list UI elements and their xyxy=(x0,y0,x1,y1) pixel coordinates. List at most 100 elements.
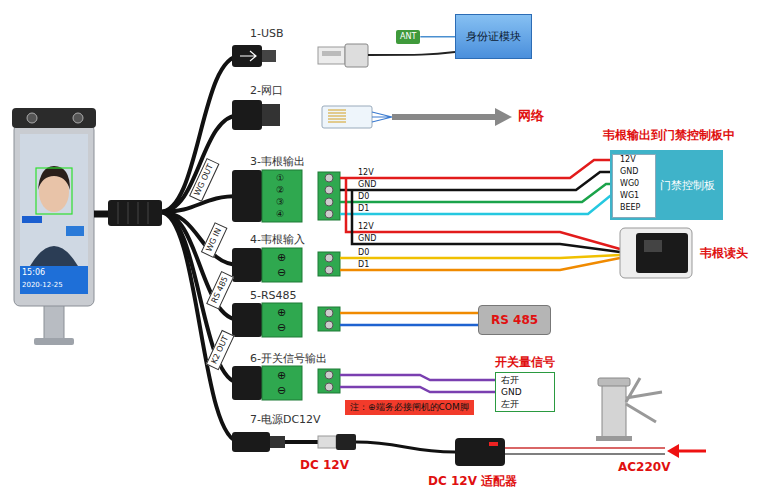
port-name: 3-韦根输出 xyxy=(250,155,305,168)
voltage-label: DC 12V xyxy=(300,458,349,472)
warning-note: 注：⊕端务必接闸机的COM脚 xyxy=(345,400,474,415)
node-text: WG OUT xyxy=(193,163,216,198)
pin-polarity: ⊕ xyxy=(277,305,286,320)
terminal-device xyxy=(20,266,88,294)
node-text: RS 485 xyxy=(210,275,231,305)
port-connectors xyxy=(262,104,280,126)
port-connectors xyxy=(232,303,262,337)
antenna-board: ANT xyxy=(396,30,420,44)
port-connectors xyxy=(232,45,302,452)
port-tag: WG IN xyxy=(201,222,227,258)
switch-signal-terminal: 开关量信号右开GND左开 xyxy=(495,355,555,412)
switch-wires xyxy=(325,383,333,391)
wiegand-reader xyxy=(620,228,692,278)
pin-name: 12V xyxy=(620,154,636,166)
node-text: 门禁控制板 xyxy=(660,178,715,193)
node-text: WG IN xyxy=(204,227,223,254)
power-adapter xyxy=(455,438,505,466)
wiegand-in-wires xyxy=(318,252,340,276)
usb-plug xyxy=(322,51,341,56)
signal-name: 12V xyxy=(358,222,374,232)
power-adapter xyxy=(336,434,356,450)
turnstile xyxy=(598,378,630,386)
network-label: 网络 xyxy=(518,108,544,124)
pin-polarity: ⊖ xyxy=(277,265,286,280)
port-connectors xyxy=(240,51,256,61)
port-name: 2-网口 xyxy=(250,84,283,97)
device-label: 韦根读头 xyxy=(700,246,748,260)
signal-name: D0 xyxy=(358,248,369,258)
pin-name: GND xyxy=(620,166,638,178)
terminal-device xyxy=(27,113,37,123)
terminal-device xyxy=(30,246,78,266)
rj45-plug xyxy=(322,106,512,128)
node-text: K2 OUT xyxy=(209,334,230,365)
port-tag: K2 OUT xyxy=(206,330,234,370)
port-name: 1-USB xyxy=(250,27,284,40)
node-text: 身份证模块 xyxy=(466,29,521,44)
rj45-plug xyxy=(392,114,495,120)
node-text: 注：⊕端务必接闸机的COM脚 xyxy=(350,402,469,413)
power-adapter xyxy=(285,440,318,444)
terminal-device xyxy=(36,168,72,214)
rj45-plug xyxy=(495,108,512,126)
signal-name: D1 xyxy=(358,260,369,270)
wiegand-in-wires xyxy=(318,178,620,276)
wiegand-out-wires xyxy=(318,172,340,220)
node-heading: 开关量信号 xyxy=(495,355,555,370)
terminal-device xyxy=(20,134,88,266)
cable-bundle xyxy=(160,115,240,212)
id-card-module: 身份证模块 xyxy=(455,14,532,59)
pin-number: ① xyxy=(276,172,284,184)
pin-number: ④ xyxy=(276,208,284,220)
wiegand-in-wires xyxy=(325,266,333,274)
switch-wires xyxy=(318,369,340,393)
switch-terminal-box: 右开GND左开 xyxy=(495,372,555,412)
rs485-wires xyxy=(318,307,480,331)
wiegand-in-wires xyxy=(346,178,620,249)
wiegand-in-wires xyxy=(352,190,620,252)
terminal-name: GND xyxy=(501,386,549,398)
power-adapter xyxy=(676,450,706,453)
signal-name: D1 xyxy=(358,204,369,214)
rs485-wires xyxy=(325,321,333,329)
pin-polarity: ⊕ xyxy=(277,368,286,383)
rj45-plug xyxy=(328,110,346,122)
port-connectors xyxy=(232,170,262,222)
wiegand-out-wires xyxy=(318,160,612,220)
pin-polarity: ⊖ xyxy=(277,320,286,335)
usb-plug xyxy=(345,44,368,67)
port-connectors xyxy=(262,248,302,282)
terminal-device xyxy=(12,108,96,345)
terminal-name: 右开 xyxy=(501,374,549,386)
turnstile xyxy=(596,378,662,441)
switch-wires xyxy=(340,375,497,380)
port-connectors xyxy=(262,366,302,400)
terminal-device xyxy=(20,134,88,294)
wiegand-in-wires xyxy=(325,254,333,262)
cable-bundle xyxy=(94,56,240,442)
switch-wires xyxy=(340,387,497,392)
pin-number: ② xyxy=(276,184,284,196)
switch-wires xyxy=(325,371,333,379)
voltage-label: AC220V xyxy=(618,460,670,474)
wiegand-out-wires xyxy=(325,198,333,206)
pin-name: WG1 xyxy=(620,190,639,202)
terminal-device xyxy=(12,108,96,128)
pin-polarity: ⊖ xyxy=(277,383,286,398)
rj45-plug xyxy=(372,112,392,122)
power-adapter xyxy=(318,436,336,448)
node-text: ANT xyxy=(400,32,416,42)
port-connectors xyxy=(262,50,276,62)
port-name: 5-RS485 xyxy=(250,289,297,302)
pin-name: BEEP xyxy=(620,202,640,214)
port-connectors xyxy=(270,436,285,448)
wiegand-out-wires xyxy=(340,196,612,214)
wiegand-out-wires xyxy=(340,172,612,190)
antenna-wire xyxy=(420,36,455,38)
port-connectors xyxy=(232,432,270,452)
port-connectors xyxy=(232,366,262,400)
rs485-wires xyxy=(340,312,480,315)
